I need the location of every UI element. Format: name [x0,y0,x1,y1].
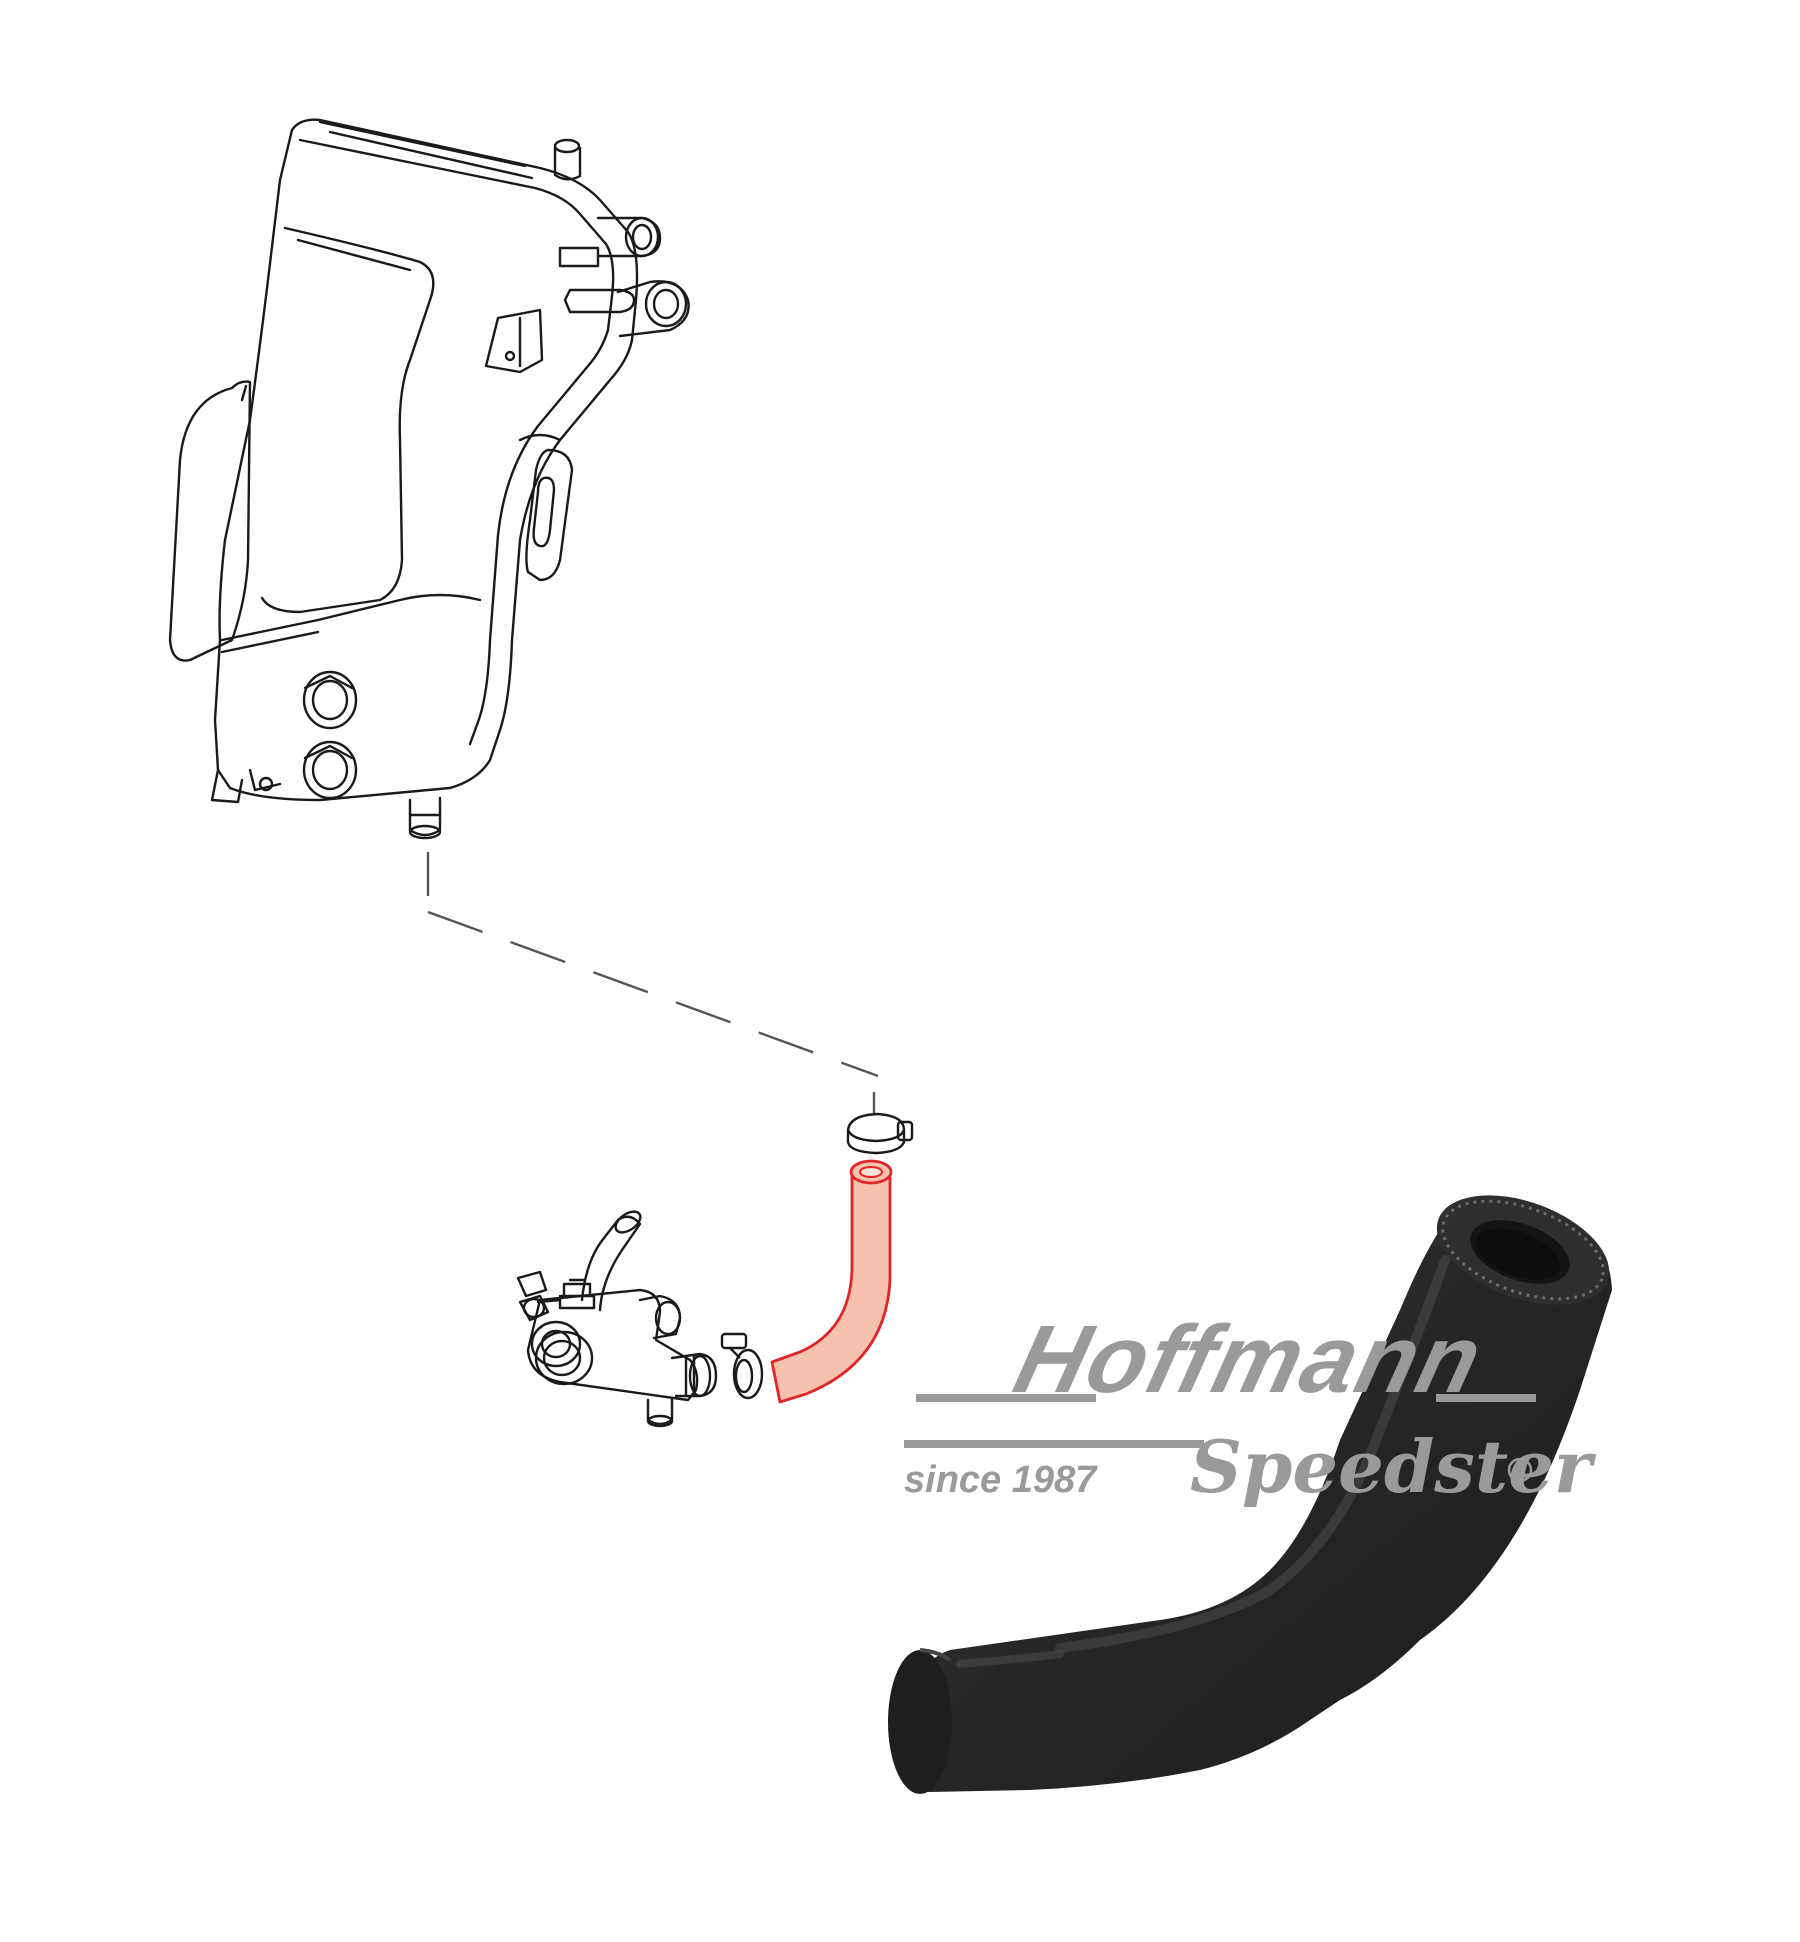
brand-name: Hoffmann [1005,1305,1494,1412]
hose-clamp-lower [720,1332,764,1400]
hose-clamp [846,1112,914,1155]
black-rubber-hose [888,1195,1612,1794]
brand-sub: Speedster [1190,1424,1597,1509]
svg-text:R: R [1514,1464,1526,1481]
brand-since: since 1987 [904,1459,1098,1501]
oil-hose [770,1159,893,1404]
brand-watermark: Hoffmann Speedster since 1987 ® R [904,1305,1597,1509]
oil-thermostat-housing [516,1210,718,1428]
connector-line [426,852,879,1114]
oil-tank-drawing [168,118,690,840]
